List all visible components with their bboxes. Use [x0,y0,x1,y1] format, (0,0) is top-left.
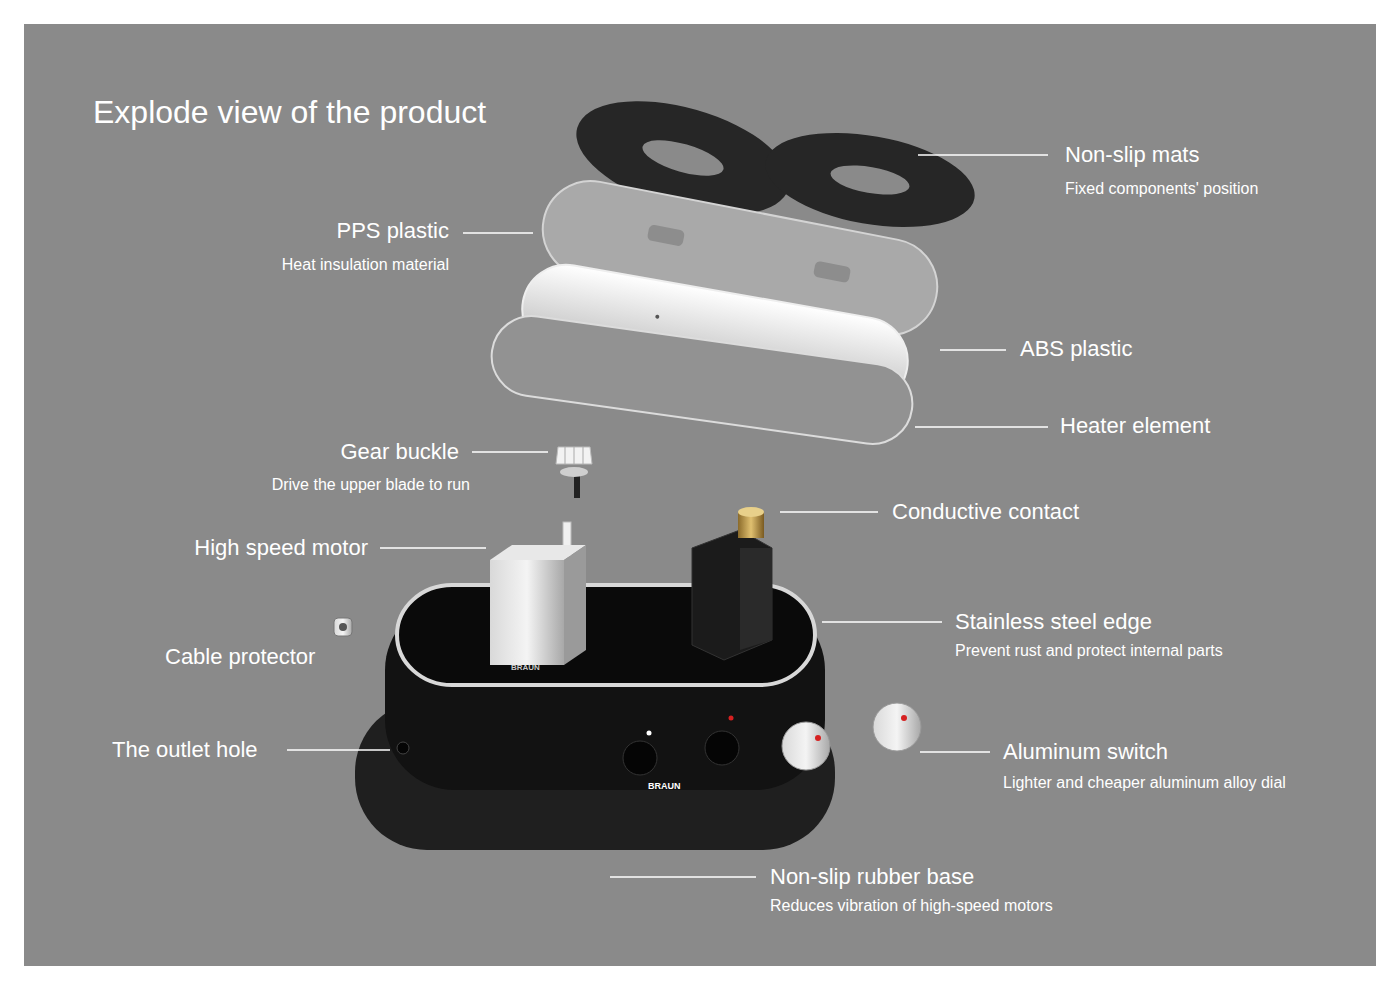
indicator-dot [647,731,652,736]
part-name: High speed motor [194,535,368,560]
outlet-hole [397,742,409,754]
part-name: Cable protector [165,644,315,669]
gear-buckle [556,447,592,498]
part-name: Aluminum switch [1003,739,1168,764]
part-description: Heat insulation material [282,256,449,274]
switch-socket [623,741,657,775]
part-name: ABS plastic [1020,336,1133,361]
brand-logo: BRAUN [511,663,540,672]
part-description: Drive the upper blade to run [272,476,470,494]
part-description: Fixed components' position [1065,180,1258,198]
part-name: Stainless steel edge [955,609,1152,634]
background-panel [24,24,1376,966]
part-name: Non-slip mats [1065,142,1199,167]
part-description: Prevent rust and protect internal parts [955,642,1223,660]
cable-protector [334,618,352,636]
motor [490,522,586,665]
indicator-dot [729,716,734,721]
part-name: Non-slip rubber base [770,864,974,889]
conductive-contact [692,507,772,660]
heater-element [486,311,917,449]
part-name: Heater element [1060,413,1210,438]
part-name: The outlet hole [112,737,258,762]
part-name: Conductive contact [892,499,1079,524]
part-name: PPS plastic [337,218,450,243]
switch-socket [705,731,739,765]
part-description: Reduces vibration of high-speed motors [770,897,1053,915]
page-title: Explode view of the product [93,94,486,131]
part-description: Lighter and cheaper aluminum alloy dial [1003,774,1286,792]
brand-logo: BRAUN [648,781,681,791]
aluminum-switch [782,703,921,770]
part-name: Gear buckle [340,439,459,464]
